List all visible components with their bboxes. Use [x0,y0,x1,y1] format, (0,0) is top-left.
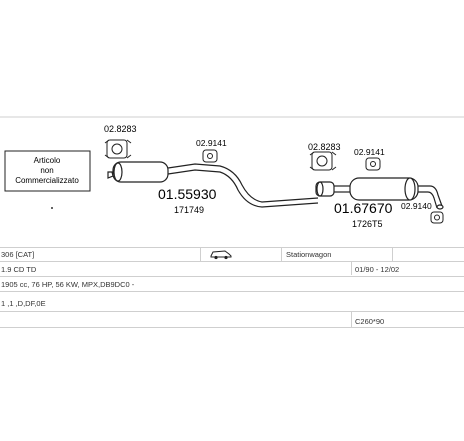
part-oe-rear-muffler: 1726T5 [352,219,383,229]
part-oe-front-muffler: 171749 [174,205,204,215]
not-marketed-line1: Articolo [34,156,61,165]
part-label-clamp-left: 02.8283 [104,124,137,134]
vehicle-production: 01/90 - 12/02 [355,265,400,274]
part-code-rear-muffler: 01.67670 [334,200,393,216]
vehicle-engine: 1.9 CD TD [1,265,37,274]
not-marketed-box: Articolo non Commercializzato [4,150,91,192]
rubber-hanger-icon [365,157,381,171]
exhaust-pipe-front [107,161,319,208]
not-marketed-line2: non [40,166,53,175]
vehicle-row-catalog: C260*90 [0,315,464,327]
vehicle-engine-code: 1 ,1 ,D,DF,0E [1,299,46,308]
vehicle-body-type: Stationwagon [286,250,332,259]
not-marketed-line3: Commercializzato [15,176,79,185]
vehicle-catalog-ref: C260*90 [355,317,385,326]
part-label-bracket-rear-bottom: 02.9140 [401,201,432,211]
clamp-icon [309,151,337,171]
part-label-bracket-left: 02.9141 [196,138,227,148]
clamp-icon [104,139,132,159]
part-label-clamp-right: 02.8283 [308,142,341,152]
exhaust-pipe-rear [315,177,444,210]
rubber-hanger-icon [202,149,218,163]
rubber-hanger-icon [430,211,444,224]
vehicle-row-model: 306 [CAT] Stationwagon [0,248,464,260]
vehicle-model: 306 [CAT] [1,250,35,259]
vehicle-row-specs: 1905 cc, 76 HP, 56 KW, MPX,DB9DC0 - [0,278,464,290]
car-wagon-icon [210,248,232,262]
part-label-bracket-rear-top: 02.9141 [354,147,385,157]
vehicle-row-engine: 1.9 CD TD 01/90 - 12/02 [0,263,464,275]
vehicle-specs: 1905 cc, 76 HP, 56 KW, MPX,DB9DC0 - [1,280,135,289]
vehicle-row-engine-code: 1 ,1 ,D,DF,0E [0,297,464,309]
part-code-front-muffler: 01.55930 [158,186,217,202]
